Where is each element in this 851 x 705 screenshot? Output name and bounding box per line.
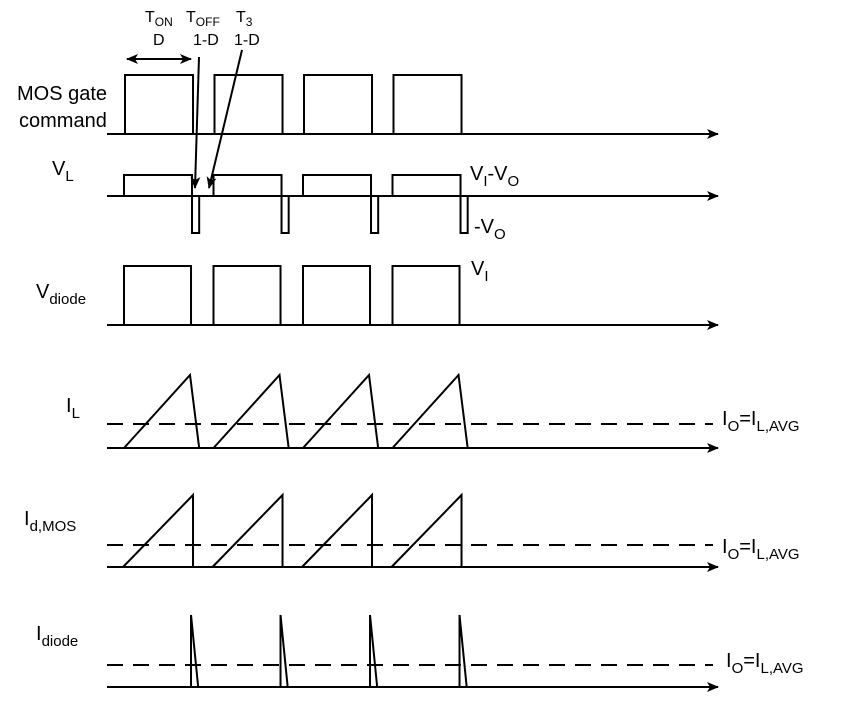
- vl-pulse: [123, 174, 201, 234]
- t-on-label: TON: [145, 9, 173, 29]
- t-off-label: TOFF: [186, 9, 220, 29]
- vdiode-pulse: [302, 265, 372, 325]
- vdiode-pulse: [212, 265, 282, 325]
- gate-pulse: [392, 74, 463, 134]
- gate-pulse: [124, 74, 195, 134]
- t-off-annotation: TOFF 1-D: [186, 9, 220, 189]
- t-3-duty: 1-D: [234, 32, 260, 49]
- vdiode-level-label: VI: [471, 258, 489, 285]
- t-3-annotation: T3 1-D: [206, 9, 260, 189]
- il-triangle: [123, 372, 201, 449]
- il-label: IL: [66, 395, 80, 422]
- idiode-spike: [279, 614, 289, 688]
- idmos-sawtooth: [122, 492, 195, 568]
- il-avg-label: IO=IL,AVG: [722, 408, 800, 435]
- gate-label-line2: command: [19, 110, 107, 132]
- idiode-label: Idiode: [36, 623, 78, 650]
- vl-high-level-label: VI-VO: [470, 163, 519, 190]
- idmos-label: Id,MOS: [24, 508, 76, 535]
- t-on-duty: D: [153, 32, 165, 49]
- t-on-annotation: TON D: [126, 9, 192, 64]
- waveforms-group: [107, 74, 719, 692]
- gate-pulse: [213, 74, 284, 134]
- vl-pulse: [391, 174, 469, 234]
- idmos-sawtooth: [301, 492, 374, 568]
- idmos-sawtooth: [390, 492, 463, 568]
- vl-pulse: [212, 174, 290, 234]
- idiode-avg-label: IO=IL,AVG: [726, 650, 804, 677]
- gate-pulse: [303, 74, 374, 134]
- gate-label-line1: MOS gate: [17, 83, 107, 105]
- vl-label: VL: [52, 158, 74, 185]
- idiode-spike: [458, 614, 468, 688]
- idiode-spike: [369, 614, 379, 688]
- il-triangle: [302, 372, 380, 449]
- idiode-spike: [190, 614, 200, 688]
- idmos-avg-label: IO=IL,AVG: [722, 536, 800, 563]
- idmos-sawtooth: [211, 492, 284, 568]
- t-off-pointer-arrow: [190, 56, 201, 189]
- il-triangle: [212, 372, 290, 449]
- vdiode-pulse: [123, 265, 193, 325]
- vl-pulse: [302, 174, 380, 234]
- t-3-label: T3: [236, 9, 253, 29]
- vdiode-label: Vdiode: [36, 281, 86, 308]
- t-3-pointer-arrow: [206, 49, 243, 189]
- il-triangle: [391, 372, 469, 449]
- vl-low-level-label: -VO: [474, 216, 506, 243]
- t-off-duty: 1-D: [193, 32, 219, 49]
- vdiode-pulse: [391, 265, 461, 325]
